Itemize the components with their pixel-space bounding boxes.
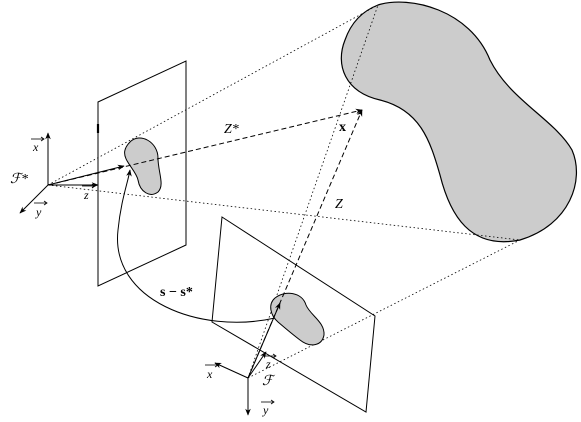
ray-to-blob (247, 302, 281, 379)
point-label: x (339, 120, 346, 135)
error-label: s − s* (160, 285, 193, 300)
axis-x (214, 362, 249, 379)
axis-y-star-label: y (35, 205, 42, 219)
frame-star-label: ℱ* (10, 172, 28, 187)
depth-label: Z (335, 197, 343, 212)
feature-blob-desired (124, 137, 162, 195)
image-plane-desired (97, 60, 187, 287)
object-shape (340, 1, 577, 243)
feature-blob-current (270, 292, 325, 346)
axis-z-star-label: z (83, 188, 89, 202)
projection-line-star-top (47, 4, 379, 186)
axis-x-label: x (206, 367, 213, 381)
projection-line-bottom (247, 239, 521, 379)
depth-star-label: Z* (224, 122, 239, 137)
error-arc (117, 169, 276, 323)
axis-x-star-label: x (32, 140, 39, 154)
ray-star-to-blob (47, 164, 125, 186)
image-plane-current (211, 216, 376, 413)
frame-label: ℱ (262, 374, 276, 389)
axis-label-arrows (31, 136, 277, 405)
depth-star-line (47, 108, 363, 186)
axis-z-label: z (265, 357, 271, 371)
axis-y-label: y (262, 403, 269, 417)
axis-y-star (19, 184, 49, 214)
projection-line-top (247, 4, 379, 379)
